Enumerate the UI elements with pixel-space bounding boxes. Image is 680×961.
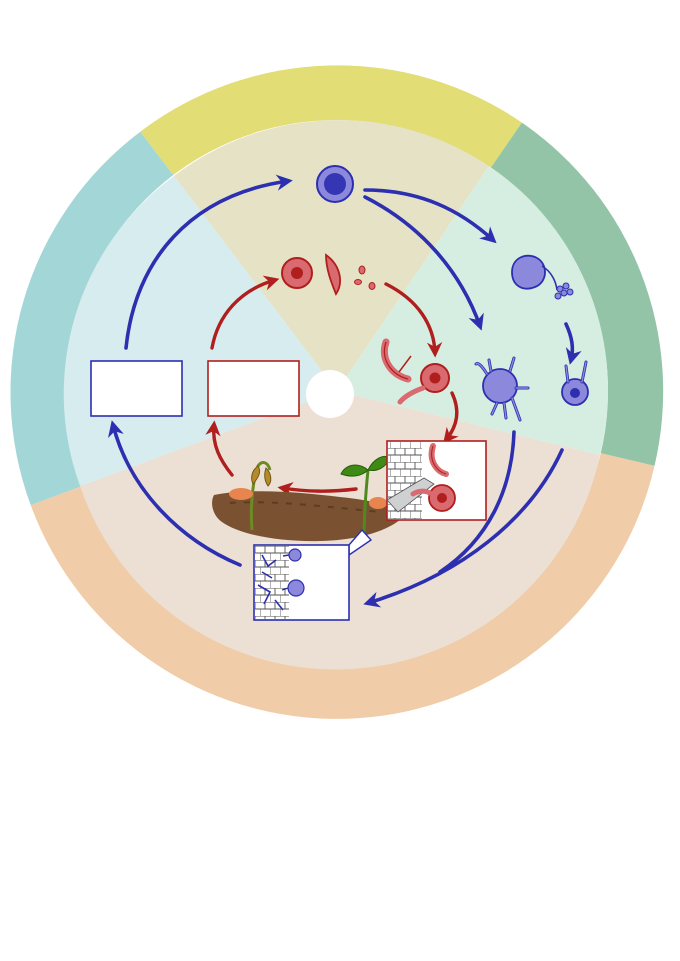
arrow-blue-down-a [438, 430, 516, 574]
red-germinating-cell-icon [381, 338, 450, 405]
arrow-red-left [277, 482, 358, 498]
blue-cycle-arrows [108, 174, 582, 608]
arrow-blue-short-down [564, 322, 582, 365]
label-box-blue-left [90, 360, 183, 417]
arrow-blue-top-down [363, 195, 484, 331]
arrow-red-down-short [443, 391, 459, 444]
arrow-blue-down-b [363, 448, 564, 608]
arrow-blue-to-top [124, 174, 293, 350]
root-tissue-inset-icon [386, 440, 487, 521]
arrow-blue-top-right [363, 188, 497, 244]
arrow-blue-to-left-box [108, 420, 242, 567]
wilted-seedling-icon [229, 461, 272, 531]
red-spore-icon [281, 253, 376, 296]
label-box-red-left [207, 360, 300, 417]
arrow-red-right-down [384, 282, 443, 358]
arrow-red-up [210, 275, 280, 350]
red-cycle-arrows [205, 275, 459, 498]
blue-hyphae-icon [474, 356, 589, 422]
blue-sporangium-icon [511, 254, 574, 300]
arrow-red-up-left [205, 420, 234, 477]
blue-spore-icon [316, 165, 354, 203]
root-tissue-inset-blue-icon [253, 528, 373, 621]
center-hole [306, 370, 354, 418]
soil-bed [212, 491, 405, 542]
